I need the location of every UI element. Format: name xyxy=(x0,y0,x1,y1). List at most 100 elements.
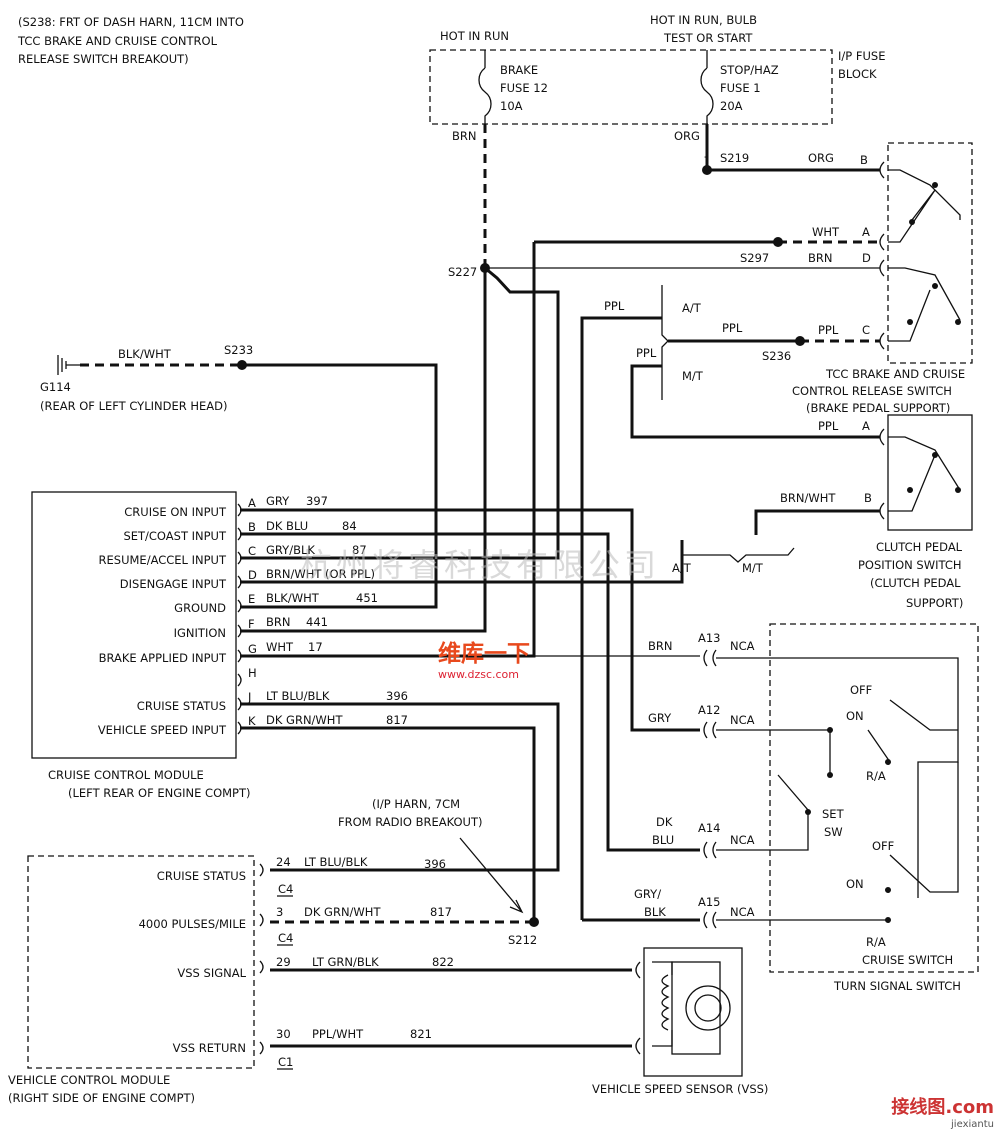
tcc-conn-b xyxy=(879,161,885,179)
vcm-circuit-2: 817 xyxy=(430,905,452,919)
vcm-label-1: VEHICLE CONTROL MODULE xyxy=(8,1073,170,1087)
ccm-input-b: SET/COAST INPUT xyxy=(123,529,227,543)
clutch-switch-box xyxy=(887,414,973,531)
tss-conn-a15 xyxy=(703,911,717,929)
tss-dot-3 xyxy=(805,809,811,815)
fuse-block-box xyxy=(429,49,833,125)
wire-d-brnwht xyxy=(240,540,684,584)
ccm-input-c: RESUME/ACCEL INPUT xyxy=(99,553,227,567)
tss-pin-a15: A15 xyxy=(698,895,721,909)
brake-fuse-1: BRAKE xyxy=(500,63,538,77)
ccm-circuit-k: 817 xyxy=(386,713,408,727)
dzsc-logo: 维库一下 www.dzsc.com xyxy=(438,634,568,694)
ccm-input-k: VEHICLE SPEED INPUT xyxy=(98,723,227,737)
hot-in-run-label: HOT IN RUN xyxy=(440,29,509,43)
vcm-wire-2: DK GRN/WHT xyxy=(304,905,381,919)
ccm-pin-h: H xyxy=(248,666,257,680)
tcc-pin-b: B xyxy=(860,153,868,167)
cruise-module-labels: CRUISE ON INPUT SET/COAST INPUT RESUME/A… xyxy=(98,505,227,737)
tcc-label-1: TCC BRAKE AND CRUISE xyxy=(825,367,965,381)
vcm-pin-name-4: VSS RETURN xyxy=(173,1041,246,1055)
tcc-contact-2 xyxy=(909,219,915,225)
ccm-wire-d: BRN/WHT (OR PPL) xyxy=(266,567,375,581)
tss-set: SET xyxy=(822,807,845,821)
tcc-mt: M/T xyxy=(682,369,704,383)
clutch-wire-ppl: PPL xyxy=(818,419,839,433)
clutch-wire-brnwht: BRN/WHT xyxy=(780,491,836,505)
tss-dot-2 xyxy=(827,772,833,778)
ccm-wire-a: GRY xyxy=(266,494,290,508)
brake-fuse-3: 10A xyxy=(500,99,523,113)
ground-wire xyxy=(240,363,438,609)
stop-haz-fuse-1: STOP/HAZ xyxy=(720,63,779,77)
tcc-label-3: (BRAKE PEDAL SUPPORT) xyxy=(806,401,950,415)
ccm-input-a: CRUISE ON INPUT xyxy=(124,505,227,519)
ccm-wire-j: LT BLU/BLK xyxy=(266,689,330,703)
tss-sw: SW xyxy=(824,825,843,839)
tcc-contact-5 xyxy=(955,319,961,325)
ip-harn-2: FROM RADIO BREAKOUT) xyxy=(338,815,483,829)
ccm-circuit-f: 441 xyxy=(306,615,328,629)
clutch-mt: M/T xyxy=(742,561,764,575)
ccm-wire-g: WHT xyxy=(266,640,294,654)
s219-label: S219 xyxy=(720,151,749,165)
tss-wire-gry2: GRY/ xyxy=(634,887,661,901)
vcm-circuit-3: 822 xyxy=(432,955,454,969)
ccm-circuit-c: 87 xyxy=(352,543,367,557)
vcm-pin-name-1: CRUISE STATUS xyxy=(157,869,246,883)
fuse-block-label-2: BLOCK xyxy=(838,67,877,81)
vcm-pin-24: 24 xyxy=(276,855,291,869)
vss-box xyxy=(643,947,743,1077)
tss-conn-a14 xyxy=(703,841,717,859)
vcm-box xyxy=(27,855,255,1069)
ccm-pins: A B C D E F G H J K xyxy=(247,496,257,728)
vcm-pin-name-2: 4000 PULSES/MILE xyxy=(139,917,246,931)
ccm-circuits: 397 84 87 451 441 17 396 817 xyxy=(306,494,408,727)
tss-wire-dk: DK xyxy=(656,815,673,829)
ccm-wire-f: BRN xyxy=(266,615,290,629)
ccm-pin-f: F xyxy=(248,617,255,631)
header-note-1: (S238: FRT OF DASH HARN, 11CM INTO xyxy=(18,15,244,29)
ccm-wire-colors: GRY DK BLU GRY/BLK BRN/WHT (OR PPL) BLK/… xyxy=(266,494,375,727)
tcc-contact-4 xyxy=(907,319,913,325)
tss-internal-wires xyxy=(716,657,959,921)
vcm-pin-arcs xyxy=(259,863,264,1055)
at-mt-brace xyxy=(661,285,669,400)
tcc-ppl-left: PPL xyxy=(604,299,625,313)
vss-coil xyxy=(652,961,673,1047)
tss-wire-gry: GRY xyxy=(648,711,672,725)
tcc-switch-box xyxy=(887,142,973,364)
tss-wire-brn: BRN xyxy=(648,639,672,653)
header-note-3: RELEASE SWITCH BREAKOUT) xyxy=(18,52,189,66)
tss-nca-2: NCA xyxy=(730,713,755,727)
vss-core xyxy=(671,961,721,1055)
clutch-internal xyxy=(888,436,961,512)
ip-harn-arrow xyxy=(459,837,524,914)
tss-ra-1: R/A xyxy=(866,769,886,783)
ccm-pin-j: J xyxy=(247,690,251,704)
vcm-conn-4: C1 xyxy=(278,1055,293,1069)
tss-label: TURN SIGNAL SWITCH xyxy=(833,979,961,993)
tcc-contact-3 xyxy=(932,283,938,289)
vcm-conn-2: C4 xyxy=(278,931,293,945)
ccm-pin-e: E xyxy=(248,592,255,606)
ppl-at-wire xyxy=(580,316,662,920)
ccm-circuit-e: 451 xyxy=(356,591,378,605)
brnwht-clutch-wire xyxy=(754,509,880,535)
s219-dash: - xyxy=(704,149,708,163)
clutch-label-1: CLUTCH PEDAL xyxy=(876,540,963,554)
tss-off-2: OFF xyxy=(872,839,894,853)
tcc-wire-ppl: PPL xyxy=(818,323,839,337)
clutch-contact-3 xyxy=(955,487,961,493)
ccm-pin-d: D xyxy=(248,568,257,582)
fuse-block-label-1: I/P FUSE xyxy=(838,49,885,63)
tss-wire-blk: BLK xyxy=(644,905,666,919)
ccm-pin-c: C xyxy=(248,544,256,558)
ccm-circuit-j: 396 xyxy=(386,689,408,703)
hot-in-run-bulb-1: HOT IN RUN, BULB xyxy=(650,13,757,27)
tss-off-1: OFF xyxy=(850,683,872,697)
tss-dot-6 xyxy=(885,759,891,765)
tss-conn-a12 xyxy=(703,721,717,739)
vcm-conn-1: C4 xyxy=(278,882,293,896)
